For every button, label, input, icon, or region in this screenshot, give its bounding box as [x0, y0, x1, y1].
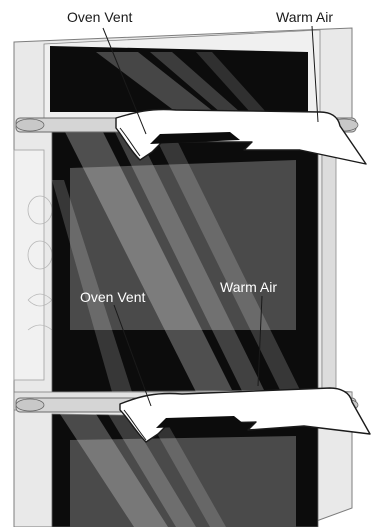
top-oven-vent-label: Oven Vent: [67, 9, 132, 25]
top-warm-air-label: Warm Air: [276, 9, 333, 25]
mid-warm-air-label: Warm Air: [220, 279, 277, 295]
upper-oven-door: [16, 30, 358, 392]
mid-oven-vent-label: Oven Vent: [80, 289, 145, 305]
